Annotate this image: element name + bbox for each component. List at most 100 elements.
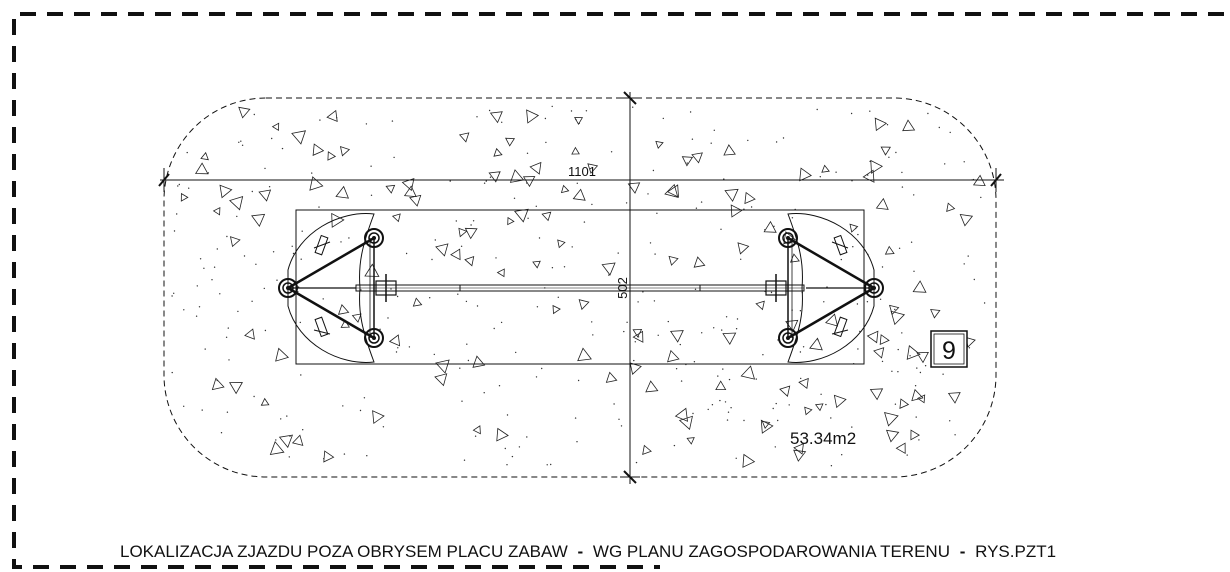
hatch-dot bbox=[483, 182, 486, 184]
hatch-triangle bbox=[890, 310, 906, 326]
hatch-dot bbox=[913, 194, 915, 196]
hatch-triangle bbox=[799, 167, 812, 182]
hatch-dot bbox=[390, 288, 392, 290]
hatch-dot bbox=[455, 220, 457, 222]
hatch-dot bbox=[721, 329, 723, 331]
hatch-dot bbox=[747, 139, 749, 142]
hatch-dot bbox=[203, 267, 205, 269]
hatch-dot bbox=[237, 310, 239, 313]
hatch-dot bbox=[460, 245, 463, 247]
hatch-dot bbox=[695, 207, 698, 209]
hatch-dot bbox=[620, 425, 623, 427]
hatch-dot bbox=[495, 257, 497, 259]
hatch-triangle bbox=[889, 304, 900, 316]
hatch-dot bbox=[772, 407, 774, 410]
hatch-triangle bbox=[885, 429, 900, 443]
hatch-triangle bbox=[251, 213, 266, 228]
hatch-dot bbox=[291, 245, 293, 247]
hatch-dot bbox=[216, 379, 218, 382]
hatch-dot bbox=[518, 446, 521, 448]
concrete-hatch-pattern bbox=[171, 105, 986, 468]
hatch-dot bbox=[583, 221, 586, 223]
hatch-dot bbox=[823, 301, 825, 303]
hatch-dot bbox=[272, 251, 275, 253]
hatch-dot bbox=[850, 112, 853, 115]
hatch-triangle bbox=[809, 337, 823, 351]
hatch-triangle bbox=[744, 191, 756, 205]
hatch-dot bbox=[395, 351, 398, 353]
hatch-dot bbox=[764, 229, 766, 231]
hatch-dot bbox=[449, 180, 451, 182]
hatch-dot bbox=[799, 310, 802, 312]
hatch-triangle bbox=[668, 255, 679, 266]
hatch-dot bbox=[220, 432, 223, 434]
area-label: 53.34m2 bbox=[790, 429, 856, 448]
hatch-triangle bbox=[783, 231, 796, 245]
hatch-triangle bbox=[645, 380, 659, 393]
hatch-triangle bbox=[674, 407, 688, 422]
hatch-dot bbox=[173, 230, 176, 232]
hatch-dot bbox=[701, 332, 703, 334]
hatch-triangle bbox=[916, 351, 929, 364]
hatch-triangle bbox=[238, 106, 251, 119]
hatch-dot bbox=[576, 182, 578, 184]
hatch-dot bbox=[866, 301, 869, 303]
zone-number-tag: 9 bbox=[930, 330, 968, 368]
hatch-dot bbox=[504, 447, 506, 450]
hatch-dot bbox=[461, 400, 463, 402]
hatch-triangle bbox=[526, 109, 540, 124]
hatch-dot bbox=[635, 461, 638, 464]
hatch-dot bbox=[433, 353, 435, 356]
hatch-dot bbox=[820, 393, 822, 395]
hatch-triangle bbox=[666, 184, 679, 198]
hatch-dot bbox=[489, 176, 492, 178]
hatch-dot bbox=[720, 228, 722, 230]
hatch-dot bbox=[634, 341, 636, 343]
hatch-dot bbox=[802, 346, 805, 348]
hatch-dot bbox=[493, 327, 495, 330]
hatch-dot bbox=[915, 416, 917, 418]
hatch-dot bbox=[474, 435, 477, 437]
hatch-triangle bbox=[388, 334, 401, 347]
hatch-dot bbox=[204, 348, 206, 350]
hatch-dot bbox=[983, 302, 986, 304]
hatch-dot bbox=[227, 327, 229, 329]
hatch-triangle bbox=[740, 365, 756, 380]
hatch-dot bbox=[891, 370, 893, 372]
hatch-dot bbox=[463, 459, 466, 461]
hatch-dot bbox=[536, 306, 539, 308]
hatch-dot bbox=[526, 152, 529, 154]
hatch-dot bbox=[773, 225, 775, 227]
hatch-dot bbox=[527, 217, 529, 219]
hatch-dot bbox=[735, 457, 737, 459]
hatch-dot bbox=[323, 458, 325, 460]
hatch-triangle bbox=[464, 227, 478, 240]
hatch-triangle bbox=[472, 425, 481, 435]
hatch-dot bbox=[633, 359, 635, 362]
hatch-triangle bbox=[219, 184, 233, 199]
hatch-dot bbox=[538, 237, 541, 239]
hatch-dot bbox=[251, 190, 253, 193]
hatch-dot bbox=[707, 408, 709, 411]
hatch-triangle bbox=[629, 362, 642, 375]
hatch-triangle bbox=[571, 146, 580, 155]
hatch-triangle bbox=[351, 313, 362, 323]
hatch-dot bbox=[271, 137, 273, 140]
hatch-dot bbox=[171, 295, 173, 297]
hatch-dot bbox=[359, 409, 362, 412]
hatch-dot bbox=[859, 330, 861, 333]
hatch-dot bbox=[909, 355, 911, 357]
hatch-dot bbox=[608, 274, 610, 276]
hatch-dot bbox=[183, 309, 185, 311]
hatch-dot bbox=[457, 293, 459, 295]
hatch-triangle bbox=[194, 162, 209, 175]
hatch-dot bbox=[280, 418, 282, 420]
hatch-dot bbox=[241, 144, 244, 146]
left-bottom-handle bbox=[313, 316, 331, 338]
hatch-dot bbox=[302, 429, 304, 431]
hatch-dot bbox=[713, 129, 715, 131]
hatch-dot bbox=[557, 296, 559, 298]
hatch-dot bbox=[365, 123, 368, 125]
hatch-triangle bbox=[391, 213, 401, 223]
hatch-dot bbox=[727, 411, 730, 413]
